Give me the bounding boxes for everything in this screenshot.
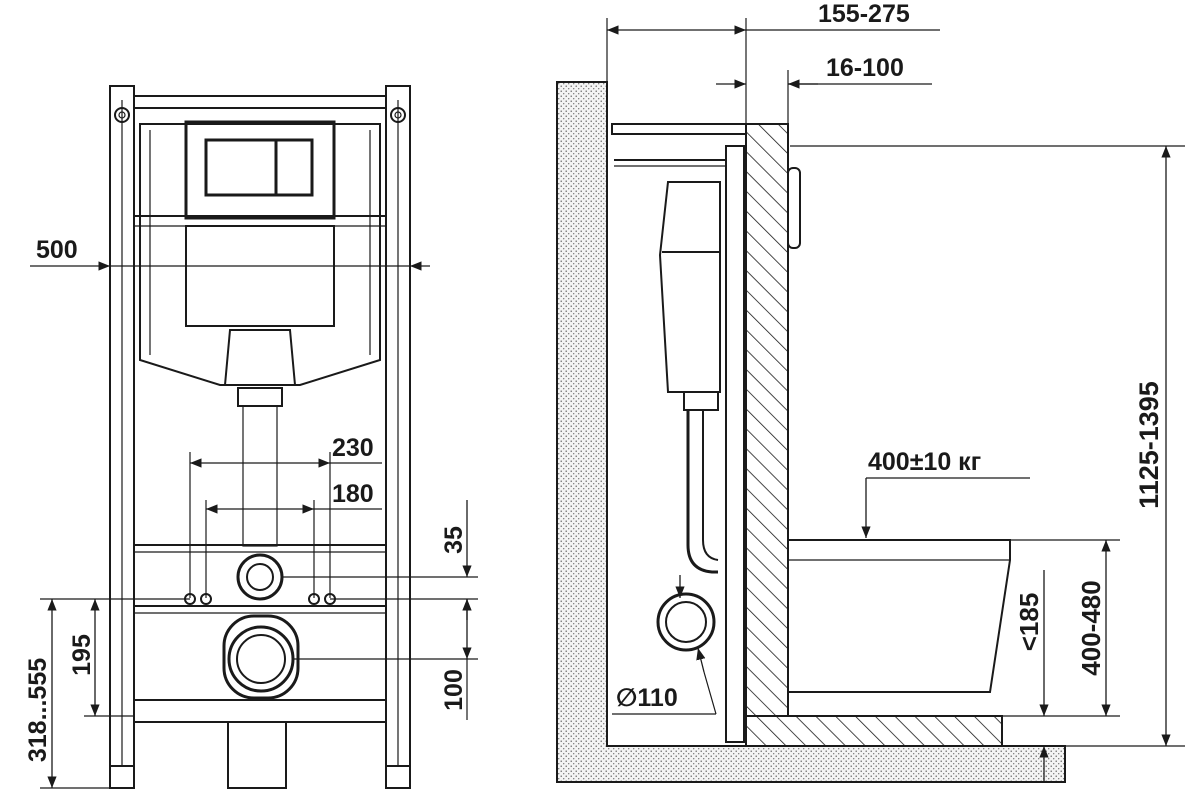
floor-screed xyxy=(745,715,1003,747)
flush-outlet xyxy=(236,553,284,601)
cistern-body xyxy=(139,123,381,386)
depth-range-label: 155-275 xyxy=(818,0,910,28)
dim-drain-diameter: ∅110 xyxy=(612,575,717,715)
frame-left-upright xyxy=(109,85,135,789)
width-label: 500 xyxy=(36,236,78,264)
dim-total-height: 1125-1395 xyxy=(790,145,1185,747)
toilet-bowl xyxy=(787,539,1011,693)
inspection-panel xyxy=(185,225,335,327)
outlet-offset-label: 35 xyxy=(440,526,468,554)
drain-connector xyxy=(222,614,300,700)
dim-pipe-spacing-outer: 230 xyxy=(189,434,382,598)
dim-bracket-height: 195 xyxy=(68,598,190,717)
drain-offset-label: 100 xyxy=(440,669,468,711)
wall-thickness-label: 16-100 xyxy=(826,54,904,82)
dim-drain-offset: 100 xyxy=(294,599,478,720)
bowl-height-label: 400-480 xyxy=(1076,580,1106,675)
flush-button-frame xyxy=(204,138,314,197)
dim-frame-leg-range: 318...555 xyxy=(24,598,110,789)
flush-pipe-connector xyxy=(237,387,283,407)
dim-depth-range: 155-275 xyxy=(606,0,940,124)
dim-width: 500 xyxy=(30,236,430,271)
frame-right-upright xyxy=(385,85,411,789)
drain-pipe-stub xyxy=(227,721,287,789)
side-view: 155-275 16-100 400±10 кг 1125-1395 xyxy=(556,0,1185,783)
pipe-spacing-outer-label: 230 xyxy=(332,434,374,462)
flush-plate-side xyxy=(787,167,801,249)
load-label: 400±10 кг xyxy=(868,448,981,476)
frame-post xyxy=(725,145,745,743)
frame-leg-range-label: 318...555 xyxy=(24,658,52,762)
flush-pipe xyxy=(242,405,278,547)
pipe-spacing-inner-label: 180 xyxy=(332,480,374,508)
dim-wall-thickness: 16-100 xyxy=(716,54,932,124)
dim-pipe-spacing-inner: 180 xyxy=(205,480,382,598)
partition-wall xyxy=(745,123,789,717)
bracket-height-label: 195 xyxy=(68,634,96,676)
wall-section xyxy=(556,81,1066,783)
dim-outlet-offset: 35 xyxy=(282,500,478,620)
drain-diameter-label: ∅110 xyxy=(616,684,678,712)
frame-top-rail xyxy=(133,95,387,109)
front-view: 500 230 180 35 xyxy=(24,85,478,789)
dim-floor-clearance: <185 xyxy=(1014,570,1049,782)
dim-load: 400±10 кг xyxy=(861,448,1030,538)
drain-pipe xyxy=(656,592,716,652)
dim-bowl-height: 400-480 xyxy=(1002,539,1120,717)
floor-clearance-label: <185 xyxy=(1014,593,1044,652)
flush-plate xyxy=(184,120,336,220)
cistern-side xyxy=(658,181,721,393)
total-height-label: 1125-1395 xyxy=(1134,381,1164,509)
